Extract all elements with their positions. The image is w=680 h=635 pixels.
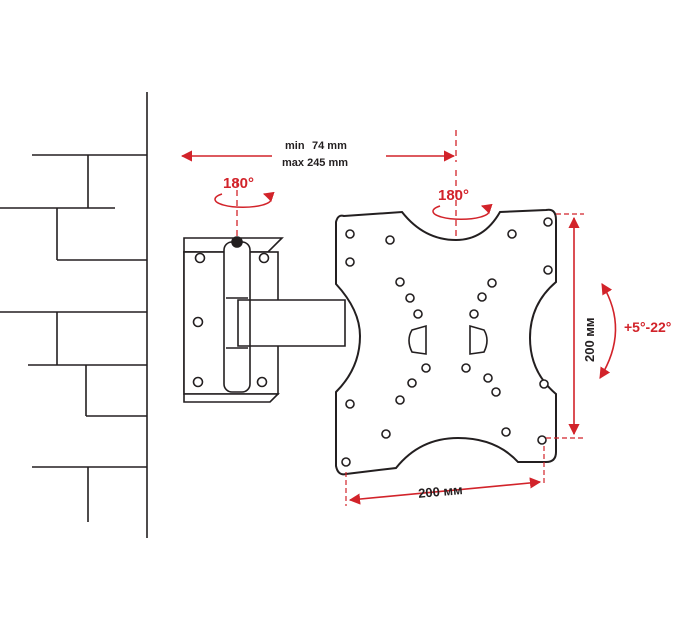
- vertical-spacing-dimension: 200 мм: [546, 213, 597, 439]
- wall: [0, 92, 148, 538]
- vesa-plate: [335, 208, 557, 476]
- depth-max-label: max 245 mm: [282, 157, 348, 169]
- screw-hole: [192, 376, 204, 388]
- depth-dimension: min 74 mm max 245 mm: [180, 130, 457, 169]
- swing-arm: [237, 299, 346, 347]
- screw-hole: [256, 376, 268, 388]
- horizontal-spacing-label: 200 мм: [418, 482, 464, 501]
- screw-hole: [194, 252, 206, 264]
- horizontal-spacing-dimension: 200 мм: [345, 446, 545, 506]
- tilt-range-label: +5°-22°: [624, 319, 671, 335]
- plate-rotation-label: 180°: [438, 187, 469, 204]
- brick-pattern: [0, 154, 147, 522]
- screw-hole: [192, 316, 204, 328]
- wall-rotation-label: 180°: [223, 175, 254, 192]
- wall-rotation-indicator: 180°: [214, 175, 275, 236]
- vertical-spacing-label: 200 мм: [582, 317, 597, 362]
- depth-min-prefix: min: [285, 140, 305, 152]
- depth-min-value: 74 mm: [312, 140, 347, 152]
- plate-rotation-indicator: 180°: [432, 170, 493, 236]
- tilt-indicator: +5°-22°: [599, 283, 671, 379]
- screw-hole: [258, 252, 270, 264]
